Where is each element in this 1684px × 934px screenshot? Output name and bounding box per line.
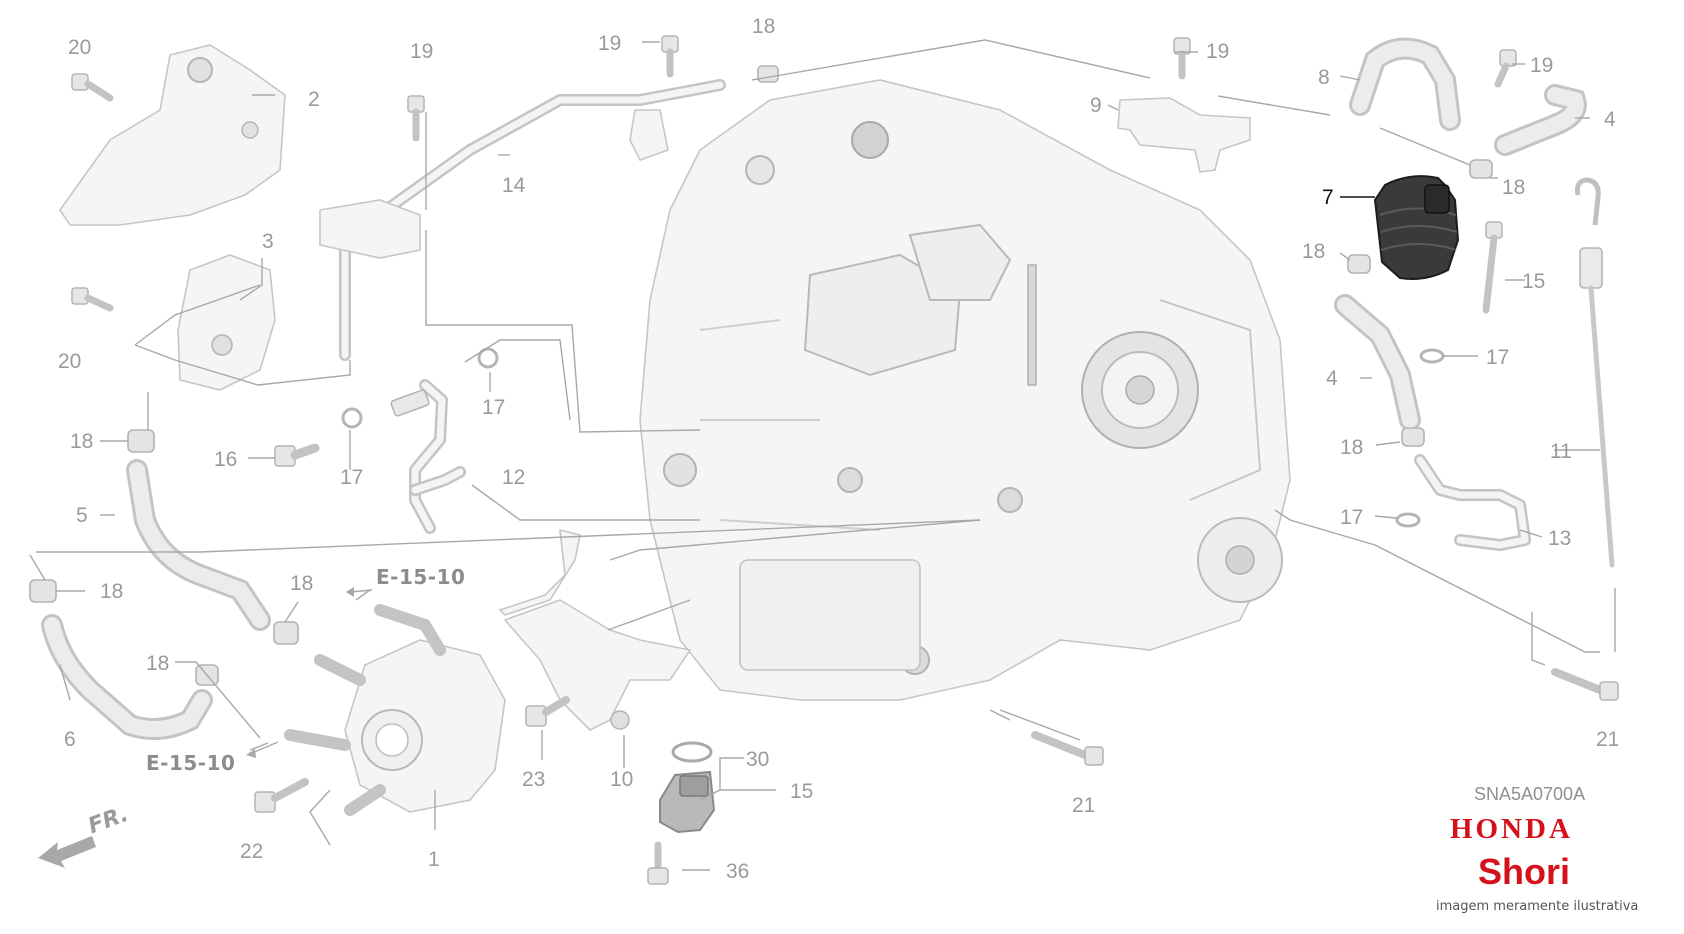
callout-15a: 15: [1522, 270, 1545, 293]
washer-17-a: [1419, 348, 1445, 364]
callout-36: 36: [726, 860, 749, 883]
part-9-bracket: [1117, 97, 1251, 173]
callout-19b: 19: [598, 32, 621, 55]
callout-4b: 4: [1326, 367, 1338, 390]
bolt-20-top: [71, 73, 114, 102]
part-2-cover: [59, 44, 286, 226]
callout-18e: 18: [70, 430, 93, 453]
part-10-bracket: [498, 528, 692, 731]
clamp-18-left-b: [273, 621, 299, 645]
callout-21b: 21: [1072, 794, 1095, 817]
callout-4a: 4: [1604, 108, 1616, 131]
part-7-filter: [1373, 175, 1460, 280]
callout-1: 1: [428, 848, 440, 871]
callout-8: 8: [1318, 66, 1330, 89]
clamp-18-left-top: [127, 429, 155, 453]
front-arrow-icon: [38, 836, 96, 868]
callout-22: 22: [240, 840, 263, 863]
sensor-15: [659, 770, 716, 834]
bolt-19-a: [407, 95, 425, 142]
callout-18c: 18: [1302, 240, 1325, 263]
fitting-12: [390, 389, 430, 417]
bolt-22: [254, 778, 309, 813]
clamp-18-mid: [1347, 254, 1371, 274]
callout-2: 2: [308, 88, 320, 111]
callout-20a: 20: [68, 36, 91, 59]
callout-18d: 18: [1340, 436, 1363, 459]
callout-9: 9: [1090, 94, 1102, 117]
bolt-36: [647, 841, 669, 885]
part-4-hose-top: [1494, 84, 1587, 156]
callout-17b: 17: [1340, 506, 1363, 529]
callout-17c: 17: [340, 466, 363, 489]
part-12-pipe: [409, 379, 466, 534]
callout-6: 6: [64, 728, 76, 751]
brand-logo: HONDA: [1450, 813, 1573, 845]
bolt-21-right: [1551, 668, 1619, 701]
cross-ref-upper: E-15-10: [376, 565, 465, 589]
callout-21a: 21: [1596, 728, 1619, 751]
transmission-case: [639, 79, 1291, 701]
callout-3: 3: [262, 230, 274, 253]
part-6-hose: [41, 614, 213, 740]
part-4-hose-low: [1334, 294, 1421, 431]
callout-13: 13: [1548, 527, 1571, 550]
bolt-16: [274, 443, 320, 467]
callout-19d: 19: [1530, 54, 1553, 77]
clamp-18-top: [757, 65, 779, 83]
callout-18f: 18: [100, 580, 123, 603]
callout-11: 11: [1550, 440, 1572, 463]
bolt-19-d: [1494, 49, 1517, 88]
callout-12: 12: [502, 466, 525, 489]
callout-10: 10: [610, 768, 633, 791]
clamp-18-left-a: [29, 579, 57, 603]
callout-18g: 18: [290, 572, 313, 595]
callout-7: 7: [1322, 186, 1334, 209]
bolt-23: [525, 696, 570, 727]
leader-lines: [29, 39, 1616, 871]
callout-14: 14: [502, 174, 526, 197]
callout-23: 23: [522, 768, 545, 791]
part-8-hose: [1349, 37, 1461, 131]
callout-30: 30: [746, 748, 769, 771]
part-11-dipstick: [1575, 177, 1615, 568]
part-14-pipe: [319, 79, 726, 361]
part-1-cooler: [284, 604, 506, 816]
callout-20b: 20: [58, 350, 81, 373]
callout-17d: 17: [482, 396, 505, 419]
cross-ref-lower: E-15-10: [146, 751, 235, 775]
callout-16: 16: [214, 448, 237, 471]
callout-19c: 19: [1206, 40, 1229, 63]
clamp-18-right: [1469, 159, 1493, 179]
bolt-15: [1482, 221, 1503, 314]
front-marker-label: FR.: [85, 802, 132, 839]
bolt-21-bottom: [1031, 731, 1104, 766]
callout-18b: 18: [1502, 176, 1525, 199]
washer-17-d: [477, 347, 499, 369]
callout-15b: 15: [790, 780, 813, 803]
part-5-hose: [126, 459, 271, 631]
cross-references: E-15-10 E-15-10: [146, 565, 465, 775]
bolt-19-b: [661, 35, 679, 78]
part-3-bracket: [177, 254, 276, 391]
washer-17-b: [1395, 512, 1421, 528]
dealer-name: Shori: [1478, 851, 1570, 892]
bolt-20-left: [71, 287, 114, 312]
callout-17a: 17: [1486, 346, 1509, 369]
disclaimer: imagem meramente ilustrativa: [1436, 899, 1638, 914]
clamp-18-low: [1401, 427, 1425, 447]
callout-18h: 18: [146, 652, 169, 675]
part-13-pipe: [1414, 454, 1531, 551]
o-ring-30: [671, 741, 713, 763]
callout-numbers: 20 2 3 20 19 14 19 18 19 9 8 19 4 18 7 1…: [58, 15, 1619, 883]
washer-17-c: [341, 407, 363, 429]
callout-19a: 19: [410, 40, 433, 63]
bolt-19-c: [1173, 37, 1191, 80]
callout-18a: 18: [752, 15, 775, 38]
diagram-code: SNA5A0700A: [1474, 784, 1585, 804]
callout-5: 5: [76, 504, 88, 527]
